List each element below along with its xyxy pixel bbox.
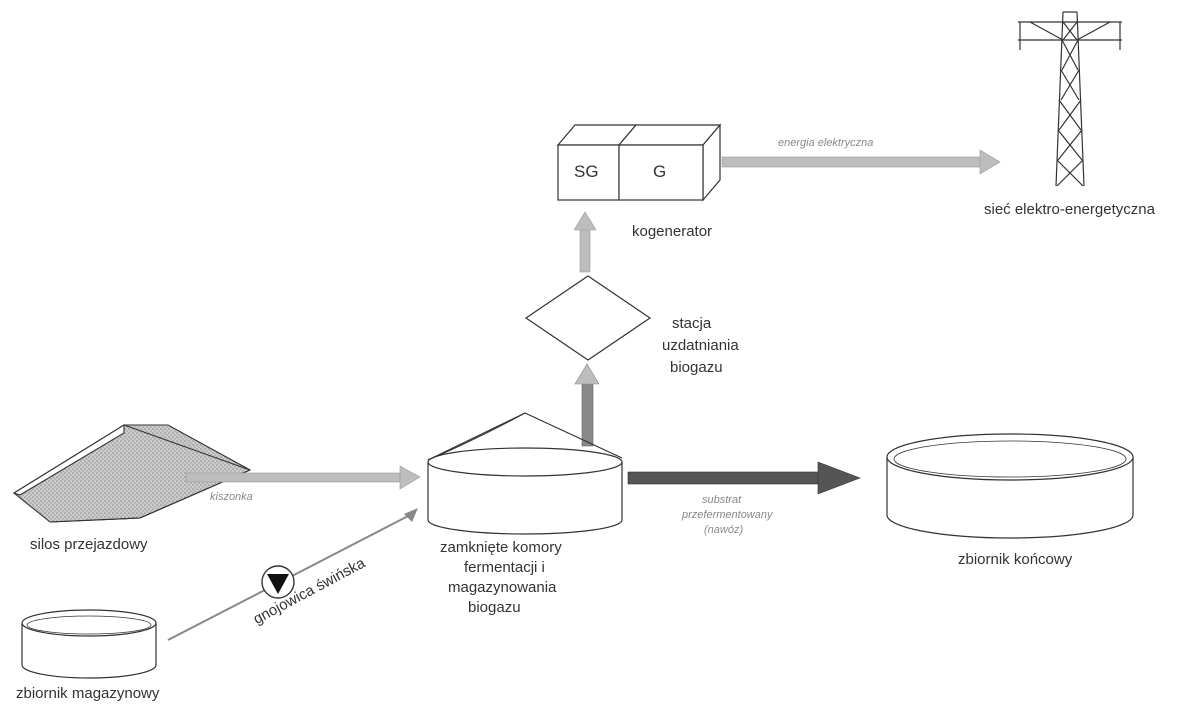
storage-tank [21, 609, 157, 679]
final-tank-label: zbiornik końcowy [958, 551, 1073, 568]
manure-line [167, 508, 418, 641]
grid-label: sieć elektro-energetyczna [984, 201, 1155, 218]
electricity-flow-label: energia elektryczna [778, 137, 874, 149]
cogenerator-sg-label: SG [574, 162, 599, 181]
electricity-arrow [721, 149, 1001, 175]
cogenerator-box [556, 123, 722, 202]
final-tank [886, 433, 1134, 539]
biogas-arrow-to-treatment [574, 363, 600, 447]
biogas-arrow-to-cogenerator [573, 211, 597, 273]
digester-label-2: fermentacji i [464, 559, 545, 576]
power-tower-icon [1018, 11, 1122, 187]
treatment-label-2: uzdatniania [662, 337, 739, 354]
digester-tank [427, 412, 623, 535]
digester-label-1: zamknięte komory [440, 539, 562, 556]
cogenerator-g-label: G [653, 162, 667, 181]
treatment-label-3: biogazu [670, 359, 723, 376]
treatment-station-shape [524, 275, 652, 361]
treatment-label-1: stacja [672, 315, 712, 332]
silage-arrow [185, 465, 421, 490]
digester-label-3: magazynowania [448, 579, 557, 596]
silo-shape [12, 424, 252, 523]
storage-tank-label: zbiornik magazynowy [16, 685, 160, 702]
digester-label-4: biogazu [468, 599, 521, 616]
digestate-flow-label-2: przefermentowany [682, 509, 773, 521]
silo-label: silos przejazdowy [30, 536, 148, 553]
pump-icon [261, 565, 295, 599]
digestate-flow-label-1: substrat [702, 494, 742, 506]
cogenerator-label: kogenerator [632, 223, 713, 240]
silage-flow-label: kiszonka [210, 491, 253, 503]
digestate-flow-label-3: (nawóz) [704, 524, 744, 536]
digestate-arrow [627, 461, 861, 495]
